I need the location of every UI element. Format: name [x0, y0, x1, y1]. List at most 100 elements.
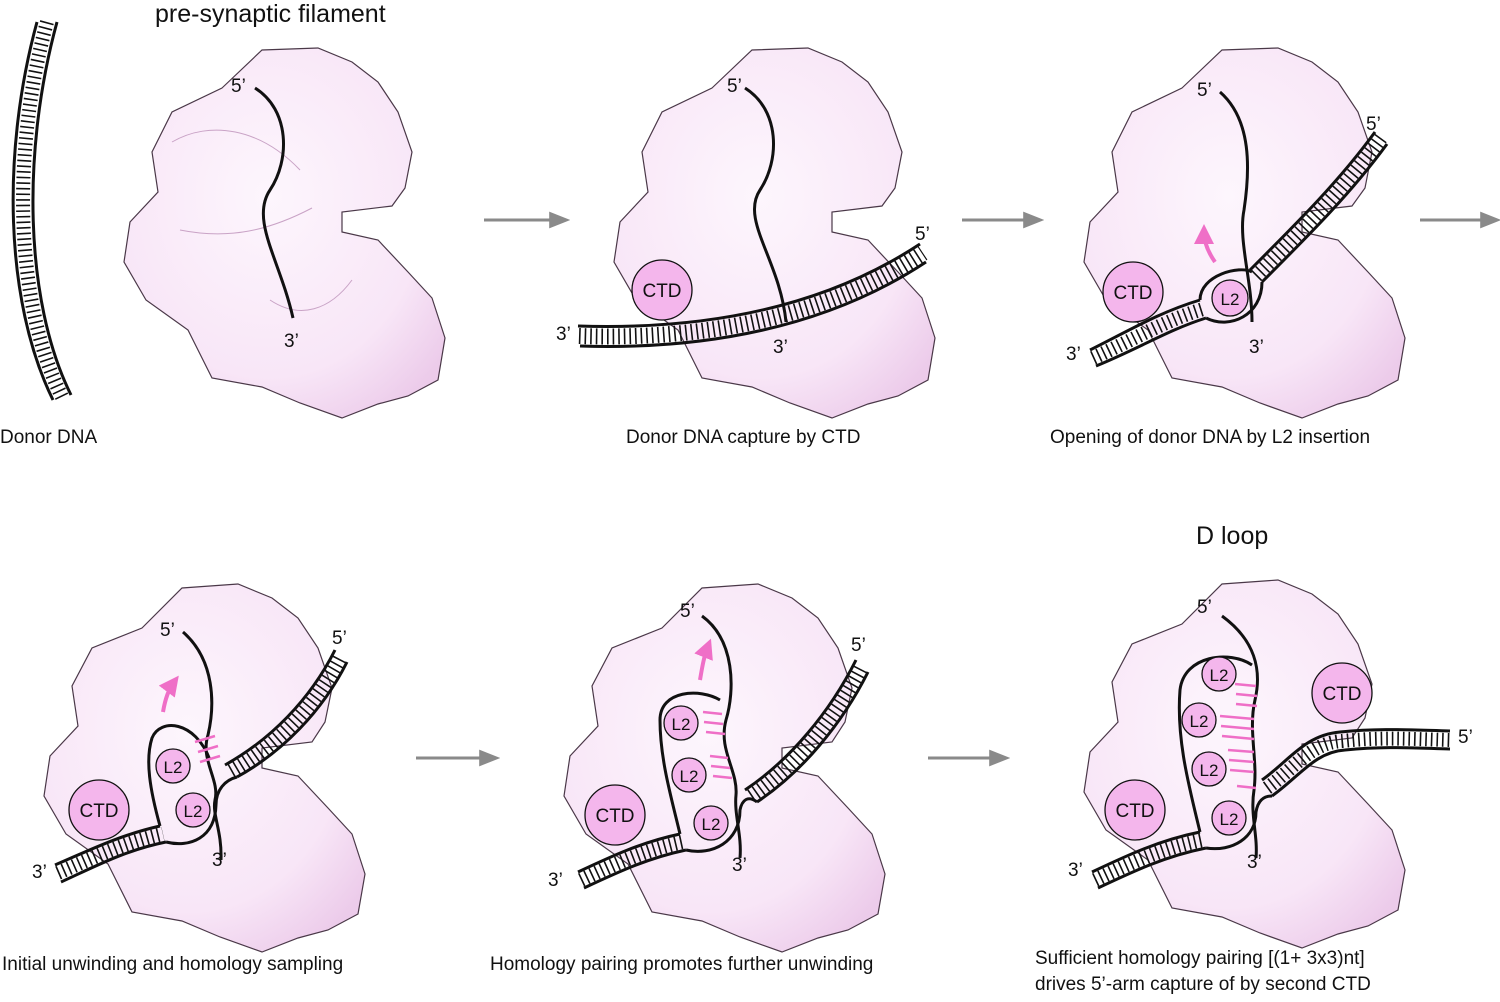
label-5prime-donor: 5’: [851, 635, 866, 656]
ctd-label: CTD: [1322, 684, 1361, 705]
protein-surface: [1083, 47, 1406, 419]
panel-d-loop: L2 L2 L2 L2 CTD CTD 5’ 5’ 3’ 3’: [1068, 579, 1473, 949]
ctd-domain: CTD: [631, 259, 693, 321]
label-3prime-donor: 3’: [1066, 344, 1081, 365]
dna-duplex-donor-left: [1091, 830, 1207, 890]
label-3prime-donor: 3’: [556, 324, 571, 345]
unwinding-arrow: [694, 638, 713, 681]
ctd-label: CTD: [642, 281, 681, 302]
dna-duplex-donor-right: [744, 659, 870, 804]
l2-label: L2: [702, 815, 721, 834]
dna-duplex-donor-left: [1089, 298, 1207, 368]
caption-l2-opening: Opening of donor DNA by L2 insertion: [1050, 427, 1371, 448]
dna-duplex-donor-left: [54, 824, 167, 884]
l2-loop: L2: [693, 805, 729, 841]
l2-loop: L2: [1211, 279, 1249, 317]
l2-loop: L2: [155, 748, 191, 784]
label-3prime: 3’: [284, 331, 299, 352]
caption-initial-unwinding: Initial unwinding and homology sampling: [2, 954, 344, 975]
l2-loop: L2: [1211, 800, 1247, 836]
label-5prime-donor: 5’: [1366, 114, 1381, 135]
label-5prime: 5’: [160, 620, 175, 641]
caption-donor-dna: Donor DNA: [0, 427, 98, 448]
l2-label: L2: [164, 758, 183, 777]
caption-d-loop-line1: Sufficient homology pairing [(1+ 3x3)nt]: [1035, 948, 1365, 969]
dna-bubble: [1198, 268, 1264, 324]
caption-homology-pairing: Homology pairing promotes further unwind…: [490, 954, 874, 975]
ssdna-strand: [701, 614, 742, 859]
panel-donor-dna: [11, 20, 73, 401]
dna-bubble: [147, 724, 238, 846]
l2-label: L2: [672, 715, 691, 734]
l2-loop: L2: [1191, 751, 1227, 787]
label-3prime: 3’: [1249, 337, 1264, 358]
label-3prime: 3’: [212, 850, 227, 871]
l2-label: L2: [1190, 712, 1209, 731]
panel-homology-pairing: L2 L2 L2 CTD 5’ 5’ 3’ 3’: [548, 583, 886, 953]
ctd-label: CTD: [1113, 283, 1152, 304]
dna-bubble: [1177, 655, 1273, 851]
homology-pairing-bars: [702, 710, 733, 780]
dna-bubble: [658, 691, 758, 853]
l2-loop: L2: [1201, 656, 1237, 692]
l2-label: L2: [1220, 810, 1239, 829]
label-5prime: 5’: [727, 76, 742, 97]
protein-surface: [43, 583, 366, 953]
second-ctd-domain: CTD: [1311, 662, 1373, 724]
homology-pairing-bars: [1219, 682, 1258, 790]
label-3prime: 3’: [1247, 852, 1262, 873]
label-3prime: 3’: [732, 855, 747, 876]
dna-duplex-donor-left: [577, 832, 687, 890]
label-5prime: 5’: [1197, 597, 1212, 618]
label-5prime-donor: 5’: [332, 628, 347, 649]
unwinding-arrow: [158, 675, 179, 713]
l2-label: L2: [184, 802, 203, 821]
ssdna-strand: [254, 86, 295, 319]
dna-duplex-captured: [577, 242, 928, 348]
ssdna-strand: [1219, 90, 1254, 323]
panel-donor-capture: CTD 5’ 5’ 3’ 3’: [556, 47, 936, 419]
dna-duplex-donor-right: [1261, 728, 1451, 798]
l2-label: L2: [1221, 290, 1240, 309]
panel-l2-opening: L2 CTD 5’ 5’ 3’ 3’: [1066, 47, 1406, 419]
ctd-domain: CTD: [1104, 779, 1166, 841]
l2-loop: L2: [671, 757, 707, 793]
ctd-domain: CTD: [68, 779, 130, 841]
label-3prime: 3’: [773, 337, 788, 358]
l2-loop: L2: [1181, 702, 1217, 738]
l2-label: L2: [1200, 761, 1219, 780]
label-5prime: 5’: [231, 76, 246, 97]
label-3prime-donor: 3’: [548, 870, 563, 891]
label-5prime: 5’: [680, 601, 695, 622]
l2-loop: L2: [175, 792, 211, 828]
protein-surface: [1083, 579, 1406, 949]
caption-d-loop-line2: drives 5’-arm capture of by second CTD: [1035, 974, 1371, 995]
dna-duplex-donor-right: [224, 649, 349, 779]
ctd-label: CTD: [1115, 801, 1154, 822]
l2-loop: L2: [663, 705, 699, 741]
protein-surface: [123, 47, 446, 419]
homology-pairing-bars: [194, 734, 221, 764]
ssdna-strand: [744, 86, 788, 323]
caption-donor-capture: Donor DNA capture by CTD: [626, 427, 861, 448]
l2-label: L2: [1210, 666, 1229, 685]
label-3prime-donor: 3’: [1068, 860, 1083, 881]
ctd-label: CTD: [595, 806, 634, 827]
panel-initial-unwinding: L2 L2 CTD 5’ 5’ 3’ 3’: [32, 583, 366, 953]
l2-label: L2: [680, 767, 699, 786]
ctd-domain: CTD: [1102, 261, 1164, 323]
ctd-label: CTD: [79, 801, 118, 822]
protein-surface: [613, 47, 936, 419]
label-5prime-donor: 5’: [1458, 727, 1473, 748]
unwinding-arrow: [1194, 224, 1217, 264]
panel-presynaptic-filament: 5’ 3’: [123, 47, 446, 419]
title-presynaptic-filament: pre-synaptic filament: [155, 0, 386, 28]
label-3prime-donor: 3’: [32, 862, 47, 883]
label-5prime: 5’: [1197, 80, 1212, 101]
ctd-domain: CTD: [584, 784, 646, 846]
label-5prime-donor: 5’: [915, 224, 930, 245]
protein-groove: [171, 129, 353, 311]
dna-duplex-donor-right: [1248, 131, 1389, 284]
dna-duplex-vertical: [11, 20, 73, 401]
